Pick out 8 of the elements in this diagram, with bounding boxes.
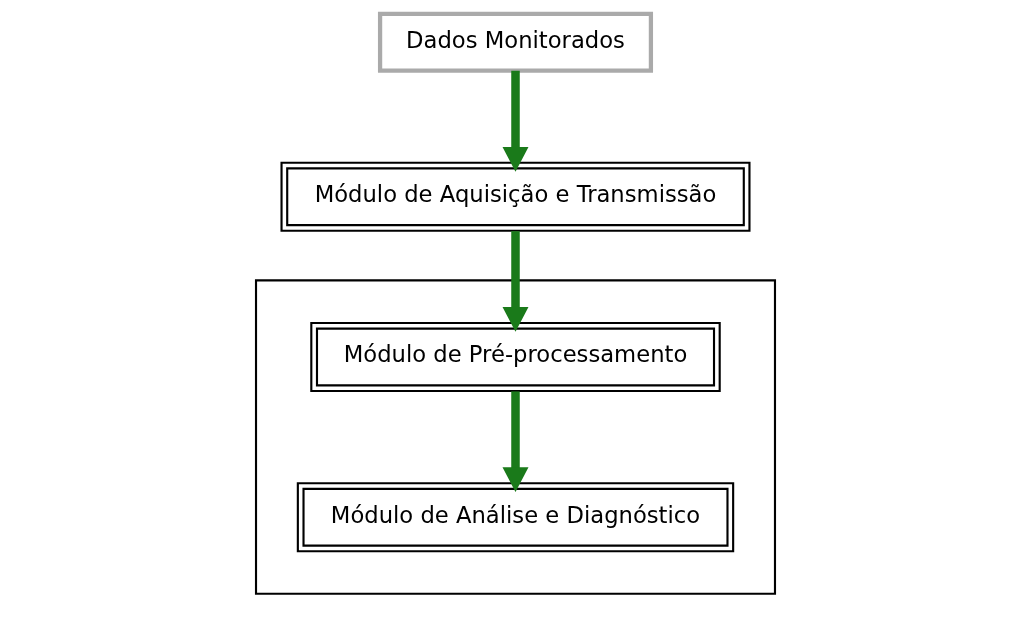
arrow bbox=[502, 231, 528, 332]
node-box: Dados Monitorados bbox=[377, 11, 653, 73]
node-box: Módulo de Pré-processamento bbox=[309, 321, 721, 393]
arrow bbox=[502, 70, 528, 172]
node-box: Módulo de Aquisição e Transmissão bbox=[279, 161, 751, 232]
arrow bbox=[502, 391, 528, 492]
cluster bbox=[254, 279, 776, 595]
node-box: Módulo de Análise e Diagnóstico bbox=[296, 482, 734, 553]
